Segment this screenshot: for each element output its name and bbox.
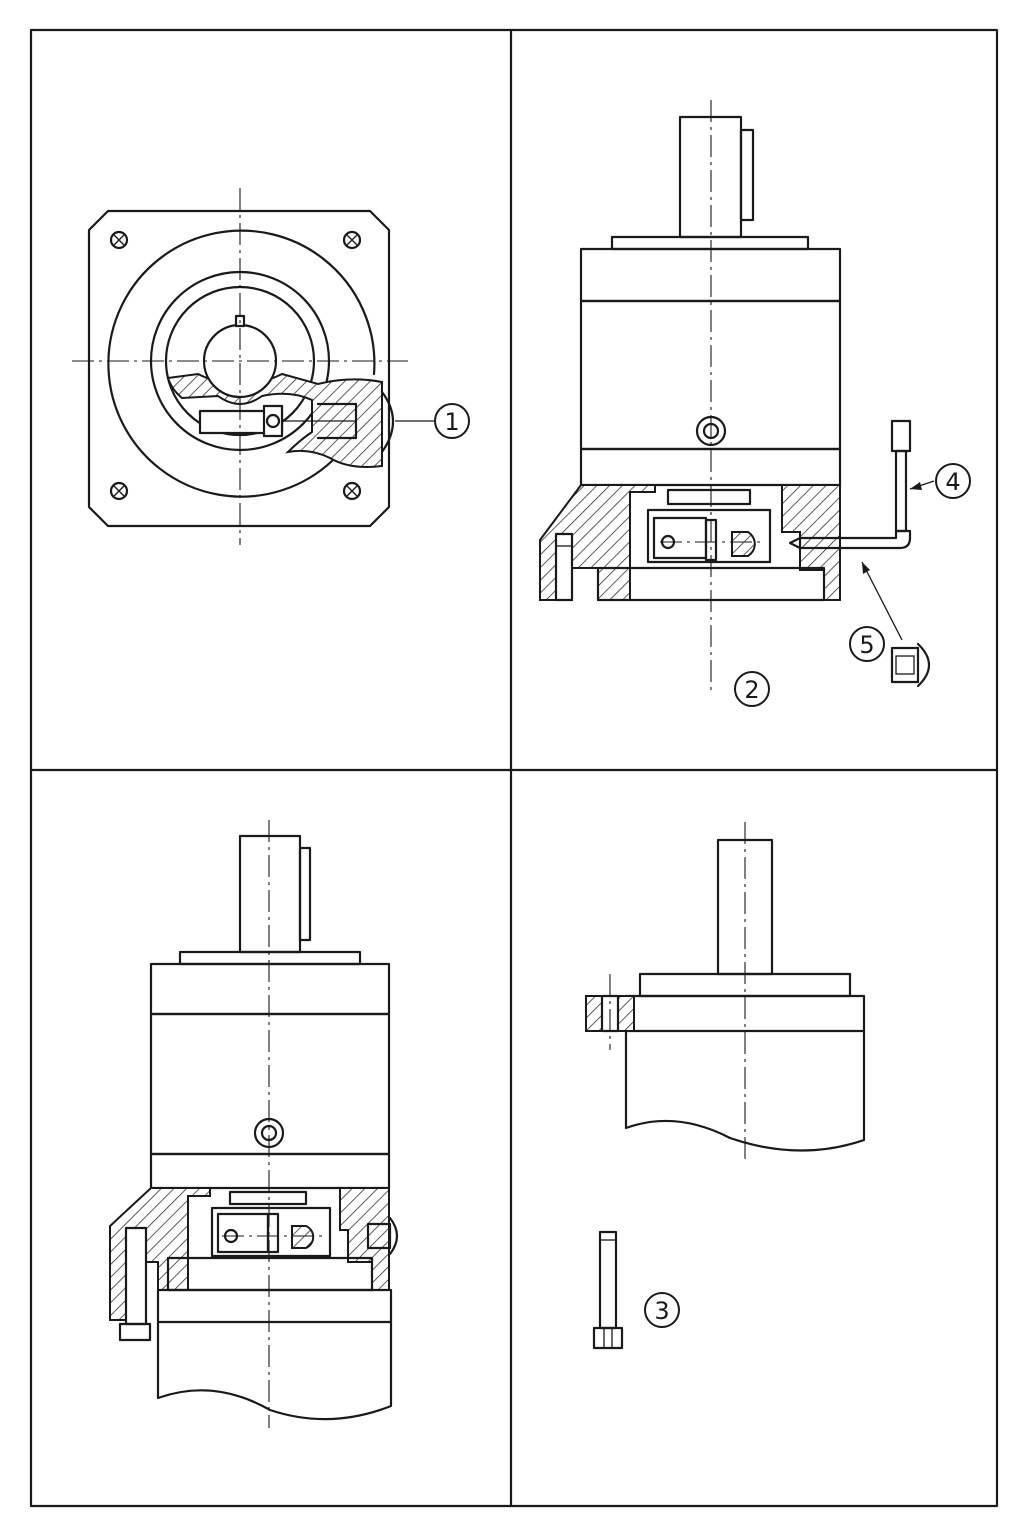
bolt-part-3 [592, 1230, 624, 1350]
hex-key-shaft [894, 449, 908, 533]
callout-5-label: 5 [859, 631, 874, 659]
hex-key-arm [798, 529, 912, 550]
shaft-key [739, 128, 755, 222]
top-cap [610, 235, 810, 251]
callout-2-label: 2 [744, 676, 759, 704]
screw-socket [265, 413, 281, 429]
adapter-plate [166, 1256, 374, 1292]
adapter-housing-left [109, 1187, 211, 1321]
callout-1-label: 1 [444, 408, 459, 436]
coupling-hub [228, 1190, 308, 1206]
callout-5: 5 [849, 626, 885, 662]
panel-4-motor-view: 3 [585, 822, 866, 1350]
hex-key-tip [788, 536, 802, 550]
adapter-housing-right [339, 1187, 390, 1291]
hex-key-handle [890, 419, 912, 453]
mounting-hole [109, 481, 129, 501]
panel-3-mounted-view [109, 820, 399, 1428]
outer-ring [107, 229, 376, 498]
mounting-bolt-head [118, 1322, 152, 1342]
callout-3: 3 [644, 1292, 680, 1328]
gearbox-middle [149, 1012, 391, 1156]
mounting-hole [342, 230, 362, 250]
side-plug [366, 1222, 392, 1250]
callout-3-label: 3 [654, 1297, 669, 1325]
mounting-hole [342, 481, 362, 501]
motor-body [624, 1029, 866, 1152]
clamp-screw-section [731, 531, 756, 557]
square-flange [87, 209, 391, 528]
alignment-pin [554, 532, 574, 602]
panel-1-top-view: 1 [72, 188, 470, 545]
callout-2: 2 [734, 671, 770, 707]
clamp-screw-section [291, 1225, 315, 1249]
gearbox-upper [149, 962, 391, 1016]
plug-part-5 [890, 642, 931, 688]
mounting-hole [109, 230, 129, 250]
callout-4-label: 4 [945, 468, 960, 496]
coupling-hub [666, 488, 752, 506]
top-cap [178, 950, 362, 966]
panel-2-side-view: 4 5 2 [539, 100, 971, 707]
shaft-key [298, 846, 312, 942]
output-shaft [238, 834, 302, 954]
access-port [380, 390, 394, 454]
mounting-bolt [124, 1226, 148, 1326]
motor-flange [156, 1288, 393, 1324]
gearbox-lower [149, 1152, 391, 1190]
motor-body [156, 1320, 393, 1421]
callout-1: 1 [434, 403, 470, 439]
section-hatch [166, 372, 383, 468]
drawing-frame [29, 28, 999, 1508]
callout-4: 4 [935, 463, 971, 499]
